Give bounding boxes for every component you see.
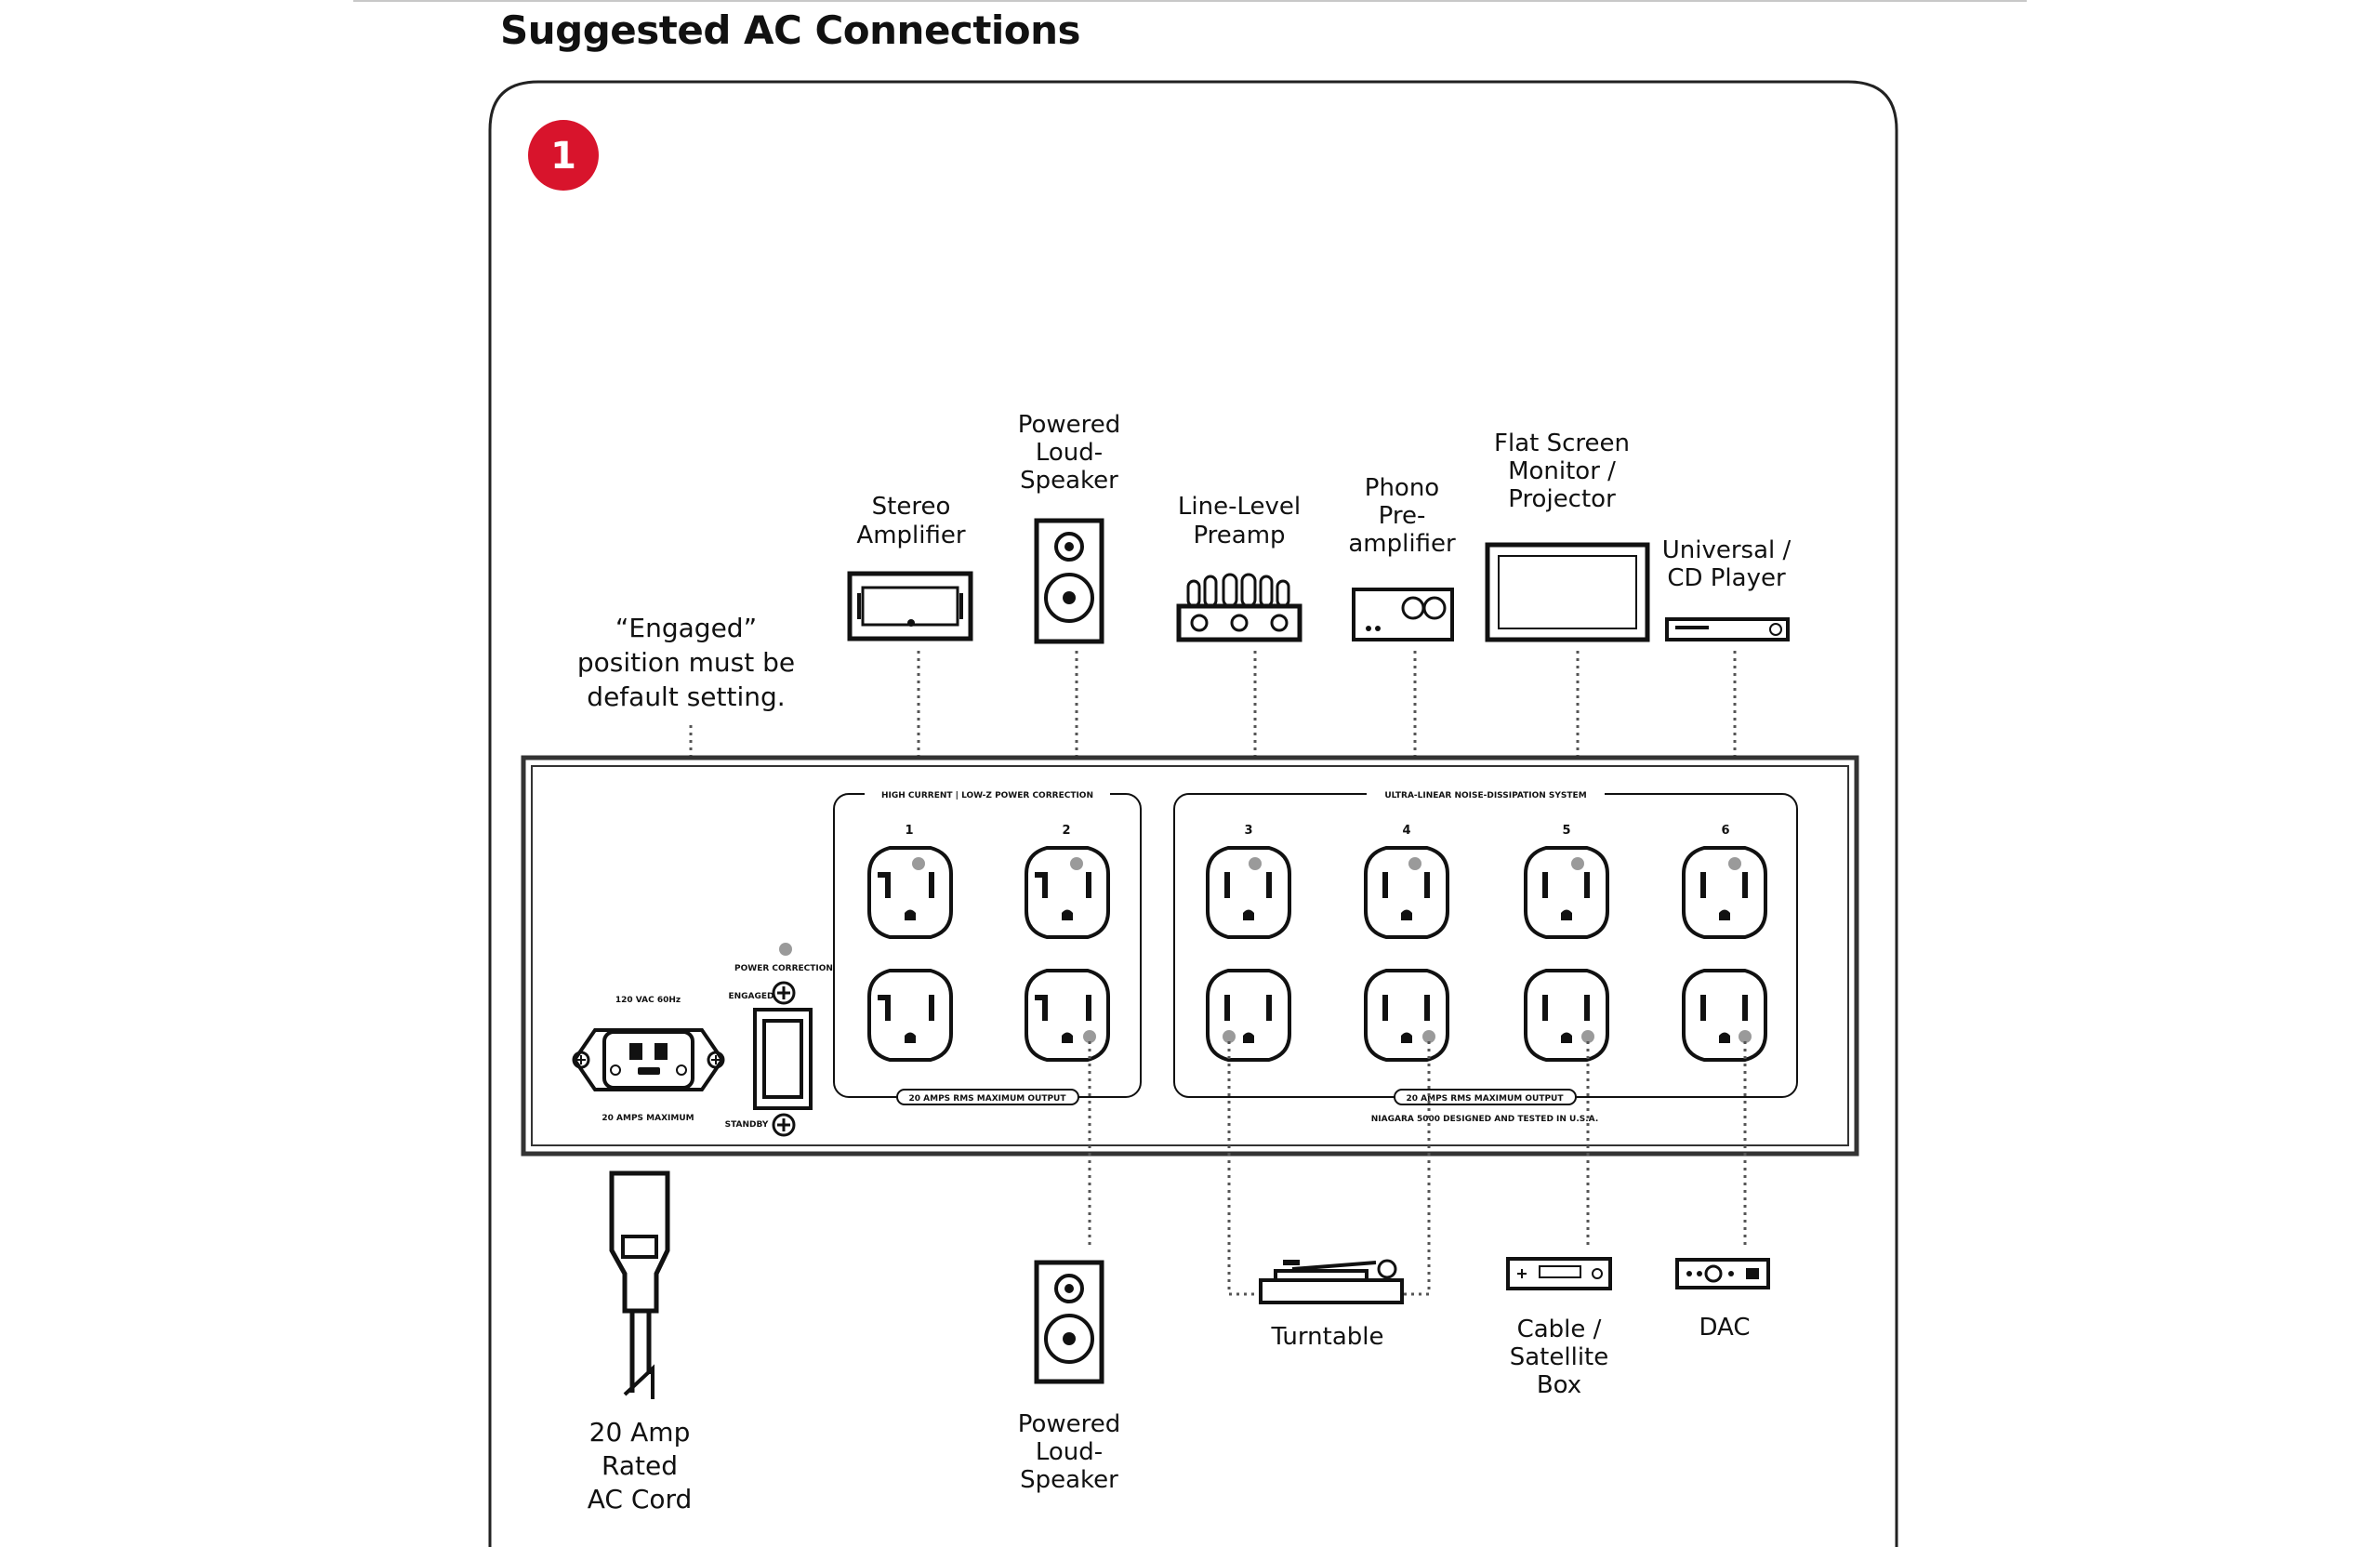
output-label-left: 20 AMPS RMS MAXIMUM OUTPUT xyxy=(896,1089,1079,1105)
outlet-1-top xyxy=(867,846,953,939)
speaker-icon xyxy=(1034,518,1104,644)
engaged-note-line-3: default setting. xyxy=(587,681,785,712)
ultra-linear-header: ULTRA-LINEAR NOISE-DISSIPATION SYSTEM xyxy=(1384,791,1586,800)
powered-speaker-bottom-label-2: Loud- xyxy=(1036,1438,1103,1466)
turntable: Turntable xyxy=(1259,1259,1404,1351)
line-level-preamp: Line-Level Preamp xyxy=(1176,493,1302,642)
engaged-note: “Engaged” position must be default setti… xyxy=(577,613,795,712)
phono-preamp-label-1: Phono xyxy=(1365,474,1439,502)
engaged-note-line-1: “Engaged” xyxy=(615,613,757,643)
connection-dots xyxy=(779,857,1752,1043)
engaged-label: ENGAGED xyxy=(728,992,774,1001)
powered-speaker-top: Powered Loud- Speaker xyxy=(1018,411,1121,644)
top-rule xyxy=(353,0,2027,2)
outlet-6-top xyxy=(1682,846,1767,939)
output-label-left-text: 20 AMPS RMS MAXIMUM OUTPUT xyxy=(909,1094,1067,1104)
turntable-icon xyxy=(1259,1259,1404,1304)
inlet-max: 20 AMPS MAXIMUM xyxy=(602,1114,694,1123)
speaker-icon xyxy=(1034,1260,1104,1384)
outlet-number-2: 2 xyxy=(1062,824,1070,838)
stereo-amplifier-icon xyxy=(847,571,973,641)
outlet-4-top xyxy=(1364,846,1449,939)
step-badge: 1 xyxy=(528,120,599,191)
flat-screen-label-1: Flat Screen xyxy=(1494,430,1630,457)
powered-speaker-top-label-2: Loud- xyxy=(1036,439,1103,467)
line-level-preamp-label-1: Line-Level xyxy=(1178,493,1301,521)
cd-player-label-2: CD Player xyxy=(1667,564,1786,592)
outlet-5-bottom xyxy=(1524,969,1609,1062)
line-level-preamp-label-2: Preamp xyxy=(1193,522,1285,549)
monitor-icon xyxy=(1485,542,1650,642)
stereo-amplifier: Stereo Amplifier xyxy=(847,493,973,641)
turntable-connection-left xyxy=(1227,1041,1261,1296)
cable-box-icon xyxy=(1506,1257,1612,1290)
powered-speaker-top-label-1: Powered xyxy=(1018,411,1121,439)
flat-screen-label-2: Monitor / xyxy=(1508,457,1616,485)
ac-inlet: 120 VAC 60Hz 20 AMPS MAXIMUM xyxy=(572,996,725,1123)
engaged-note-line-2: position must be xyxy=(577,647,795,678)
cable-box-label-2: Satellite xyxy=(1510,1343,1609,1371)
outlet-1-bottom xyxy=(867,969,953,1062)
step-badge-number: 1 xyxy=(550,135,576,178)
power-correction-label: POWER CORRECTION xyxy=(734,964,833,973)
output-label-right: 20 AMPS RMS MAXIMUM OUTPUT xyxy=(1394,1089,1577,1105)
outlet-number-4: 4 xyxy=(1402,824,1410,838)
stereo-amplifier-label-2: Amplifier xyxy=(856,522,965,549)
cable-box: Cable / Satellite Box xyxy=(1506,1257,1612,1399)
dac: DAC xyxy=(1675,1258,1770,1342)
outlet-4-bottom xyxy=(1364,969,1449,1062)
power-correction-switch: POWER CORRECTION ENGAGED STANDBY xyxy=(725,964,833,1137)
turntable-label: Turntable xyxy=(1271,1323,1384,1351)
power-conditioner-panel: HIGH CURRENT | LOW-Z POWER CORRECTION UL… xyxy=(521,755,1859,1157)
dac-icon xyxy=(1675,1258,1770,1289)
output-label-right-text: 20 AMPS RMS MAXIMUM OUTPUT xyxy=(1407,1094,1565,1104)
outlet-2-top xyxy=(1025,846,1110,939)
tube-preamp-icon xyxy=(1176,573,1302,642)
high-current-header: HIGH CURRENT | LOW-Z POWER CORRECTION xyxy=(881,791,1093,800)
cd-player-icon xyxy=(1665,617,1790,641)
stereo-amplifier-label-1: Stereo xyxy=(872,493,951,521)
outlet-number-3: 3 xyxy=(1244,824,1252,838)
outlet-6-bottom xyxy=(1682,969,1767,1062)
outlet-number-5: 5 xyxy=(1562,824,1570,838)
cable-box-label-3: Box xyxy=(1537,1371,1581,1399)
outlet-number-6: 6 xyxy=(1721,824,1729,838)
outlet-2-bottom xyxy=(1025,969,1110,1062)
dac-label: DAC xyxy=(1699,1314,1750,1342)
outlet-number-1: 1 xyxy=(905,824,913,838)
phono-preamp-label-2: Pre- xyxy=(1379,502,1426,530)
ac-cord-label-3: AC Cord xyxy=(588,1484,693,1514)
ac-plug-icon xyxy=(609,1170,670,1399)
turntable-connection-right xyxy=(1402,1041,1431,1296)
standby-label: STANDBY xyxy=(725,1120,769,1130)
ac-cord-label-1: 20 Amp xyxy=(589,1417,691,1448)
cd-player: Universal / CD Player xyxy=(1662,536,1792,641)
ac-cord: 20 Amp Rated AC Cord xyxy=(588,1170,693,1514)
powered-speaker-bottom-label-1: Powered xyxy=(1018,1410,1121,1438)
ac-cord-label-2: Rated xyxy=(602,1450,678,1481)
phono-preamp: Phono Pre- amplifier xyxy=(1348,474,1456,641)
page-title: Suggested AC Connections xyxy=(500,7,1081,53)
designed-in-usa: NIAGARA 5000 DESIGNED AND TESTED IN U.S.… xyxy=(1371,1115,1599,1124)
outlet-3-bottom xyxy=(1206,969,1291,1062)
cable-box-label-1: Cable / xyxy=(1517,1316,1602,1343)
powered-speaker-bottom: Powered Loud- Speaker xyxy=(1018,1260,1121,1494)
phono-preamp-label-3: amplifier xyxy=(1348,530,1456,558)
inlet-rating: 120 VAC 60Hz xyxy=(615,996,681,1005)
diagram-frame xyxy=(488,80,1898,1547)
powered-speaker-bottom-label-3: Speaker xyxy=(1020,1466,1118,1494)
powered-speaker-top-label-3: Speaker xyxy=(1020,467,1118,495)
cd-player-label-1: Universal / xyxy=(1662,536,1792,564)
flat-screen-label-3: Projector xyxy=(1508,485,1616,513)
outlet-5-top xyxy=(1524,846,1609,939)
outlet-3-top xyxy=(1206,846,1291,939)
phono-preamp-icon xyxy=(1352,588,1454,641)
flat-screen: Flat Screen Monitor / Projector xyxy=(1485,430,1650,642)
